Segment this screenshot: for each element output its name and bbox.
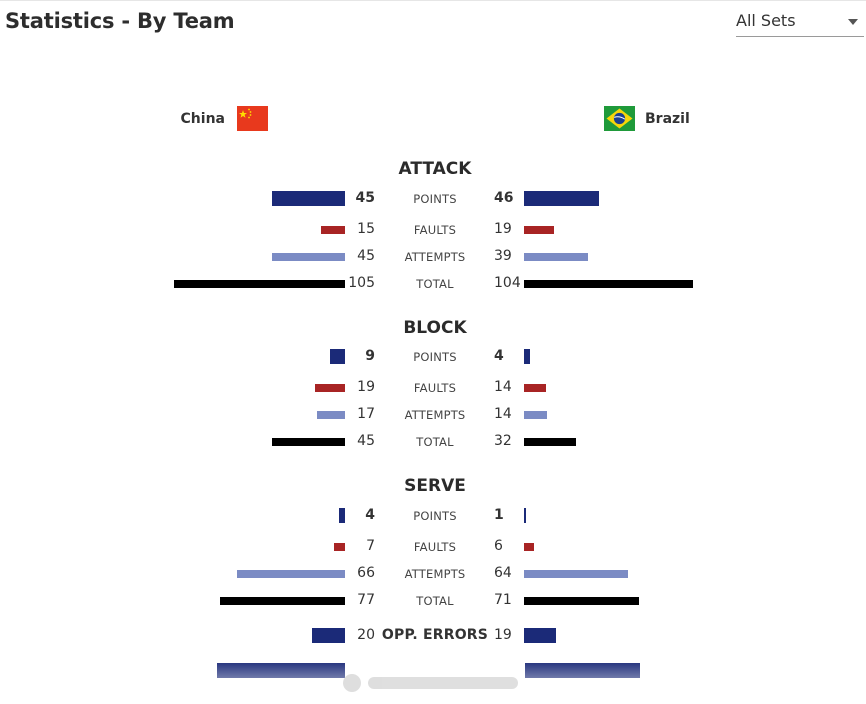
attack-total-away-bar [524,280,693,288]
block-attempts-home-value: 17 [357,406,375,422]
block-points-home-bar [330,349,345,364]
serve-faults-label: FAULTS [413,540,457,554]
serve-total-away-bar [524,597,640,605]
attack-points-home-value: 45 [355,190,375,206]
serve-attempts-home-value: 66 [357,565,375,581]
block-points-away-value: 4 [494,348,504,364]
home-team-name: China [180,111,225,127]
block-total-away-bar [524,438,576,446]
opp-errors-away-value: 19 [494,627,512,643]
section-title-attack: ATTACK [398,159,472,179]
attack-faults-home-bar [321,226,345,234]
serve-faults-away-bar [524,543,534,551]
brazil-flag-icon [604,106,635,131]
attack-points-away-value: 46 [494,190,514,206]
block-points-home-value: 9 [365,348,375,364]
attack-faults-home-value: 15 [357,221,375,237]
bottom-fade-overlay [0,660,866,704]
block-total-home-value: 45 [357,433,375,449]
section-title-block: BLOCK [403,318,467,338]
block-faults-home-bar [314,384,345,392]
serve-points-home-value: 4 [365,507,375,523]
serve-faults-home-bar [333,543,345,551]
china-flag-icon [237,106,268,131]
watermark-logo [343,674,518,692]
serve-attempts-away-bar [524,570,629,578]
serve-points-home-bar [338,508,345,523]
attack-attempts-home-value: 45 [357,248,375,264]
block-points-label: POINTS [413,350,457,364]
serve-faults-away-value: 6 [494,538,503,554]
attack-points-label: POINTS [413,192,457,206]
block-total-home-bar [271,438,345,446]
serve-total-home-bar [219,597,345,605]
attack-attempts-label: ATTEMPTS [404,250,466,264]
truncated-row-home-bar [217,663,345,678]
attack-faults-away-bar [524,226,555,234]
page-title: Statistics - By Team [5,9,235,33]
truncated-row-away-bar [525,663,640,678]
attack-attempts-away-bar [524,253,588,261]
block-attempts-away-bar [524,411,547,419]
opp-errors-away-bar [524,628,556,643]
top-divider [0,0,866,1]
serve-total-label: TOTAL [416,594,454,608]
attack-points-home-bar [272,191,345,206]
serve-total-away-value: 71 [494,592,512,608]
block-faults-away-bar [524,384,547,392]
serve-faults-home-value: 7 [366,538,375,554]
opp-errors-label: OPP. ERRORS [381,627,489,643]
attack-total-home-bar [174,280,345,288]
serve-attempts-label: ATTEMPTS [404,567,466,581]
attack-total-label: TOTAL [416,277,454,291]
opp-errors-home-bar [312,628,345,643]
block-faults-away-value: 14 [494,379,512,395]
serve-points-label: POINTS [413,509,457,523]
attack-total-home-value: 105 [348,275,375,291]
opp-errors-home-value: 20 [357,627,375,643]
set-filter-dropdown[interactable]: All Sets [736,8,864,37]
chevron-down-icon [848,19,858,25]
serve-total-home-value: 77 [357,592,375,608]
block-points-away-bar [524,349,531,364]
block-total-away-value: 32 [494,433,512,449]
set-filter-value: All Sets [736,11,796,30]
serve-points-away-bar [524,508,526,523]
attack-attempts-away-value: 39 [494,248,512,264]
attack-faults-away-value: 19 [494,221,512,237]
away-team-name: Brazil [645,111,690,127]
attack-faults-label: FAULTS [413,223,457,237]
attack-points-away-bar [524,191,599,206]
block-attempts-away-value: 14 [494,406,512,422]
serve-attempts-home-bar [237,570,345,578]
block-attempts-home-bar [317,411,345,419]
section-title-serve: SERVE [404,476,466,496]
block-attempts-label: ATTEMPTS [404,408,466,422]
block-faults-home-value: 19 [357,379,375,395]
attack-total-away-value: 104 [494,275,521,291]
block-faults-label: FAULTS [413,381,457,395]
block-total-label: TOTAL [416,435,454,449]
serve-attempts-away-value: 64 [494,565,512,581]
attack-attempts-home-bar [271,253,345,261]
serve-points-away-value: 1 [494,507,504,523]
